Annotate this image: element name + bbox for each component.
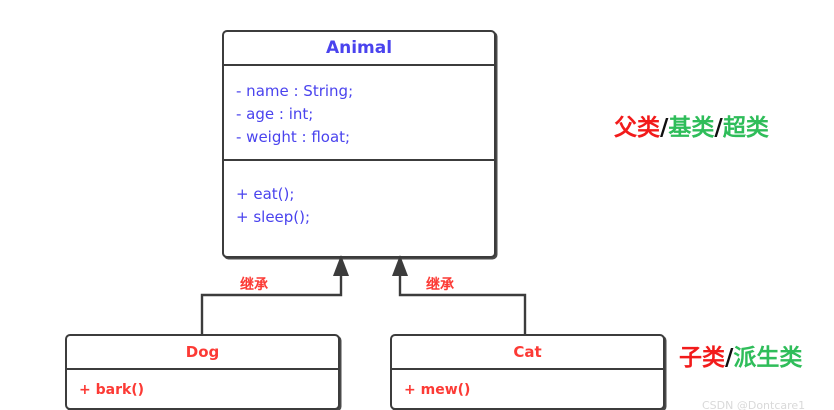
attribute-row: - name : String; <box>236 82 354 100</box>
class-name-dog: Dog <box>185 343 220 361</box>
annotation-subclass: 子类/派生类 <box>679 338 802 372</box>
class-box-dog[interactable]: Dog + bark() <box>65 334 340 410</box>
attribute-row: - weight : float; <box>236 128 351 146</box>
class-box-animal[interactable]: Animal - name : String; - age : int; - w… <box>222 30 496 258</box>
annotation-superclass-part2: 基类 <box>668 115 715 141</box>
attribute-row: - age : int; <box>236 105 314 123</box>
generalization-arrow-cat <box>392 255 527 334</box>
annotation-subclass-part1: 子类 <box>679 345 725 371</box>
class-name-cat: Cat <box>513 343 542 361</box>
arrowhead-icon <box>392 255 408 276</box>
arrowhead-icon <box>333 255 349 276</box>
relationship-label-dog: 继承 <box>240 277 268 293</box>
methods-compartment-animal: + eat(); + sleep(); <box>224 159 494 256</box>
class-name-animal: Animal <box>325 38 393 58</box>
methods-compartment-dog: + bark() <box>67 368 338 400</box>
watermark: CSDN @Dontcare1 <box>702 399 806 410</box>
method-row: + eat(); <box>236 185 295 203</box>
annotation-superclass: 父类/基类/超类 <box>614 108 769 142</box>
method-row: + sleep(); <box>236 208 311 226</box>
annotation-separator: / <box>725 345 734 371</box>
methods-compartment-cat: + mew() <box>392 368 663 400</box>
annotation-separator: / <box>660 115 669 141</box>
annotation-separator: / <box>714 115 723 141</box>
attributes-compartment-animal: - name : String; - age : int; - weight :… <box>224 64 494 159</box>
annotation-superclass-part3: 超类 <box>722 115 769 141</box>
relationship-label-cat: 继承 <box>426 277 454 293</box>
class-box-cat[interactable]: Cat + mew() <box>390 334 665 410</box>
annotation-subclass-part2: 派生类 <box>733 345 803 371</box>
method-row: + mew() <box>404 382 471 398</box>
method-row: + bark() <box>79 382 145 398</box>
annotation-superclass-part1: 父类 <box>614 115 660 141</box>
generalization-arrow-dog <box>200 255 349 334</box>
